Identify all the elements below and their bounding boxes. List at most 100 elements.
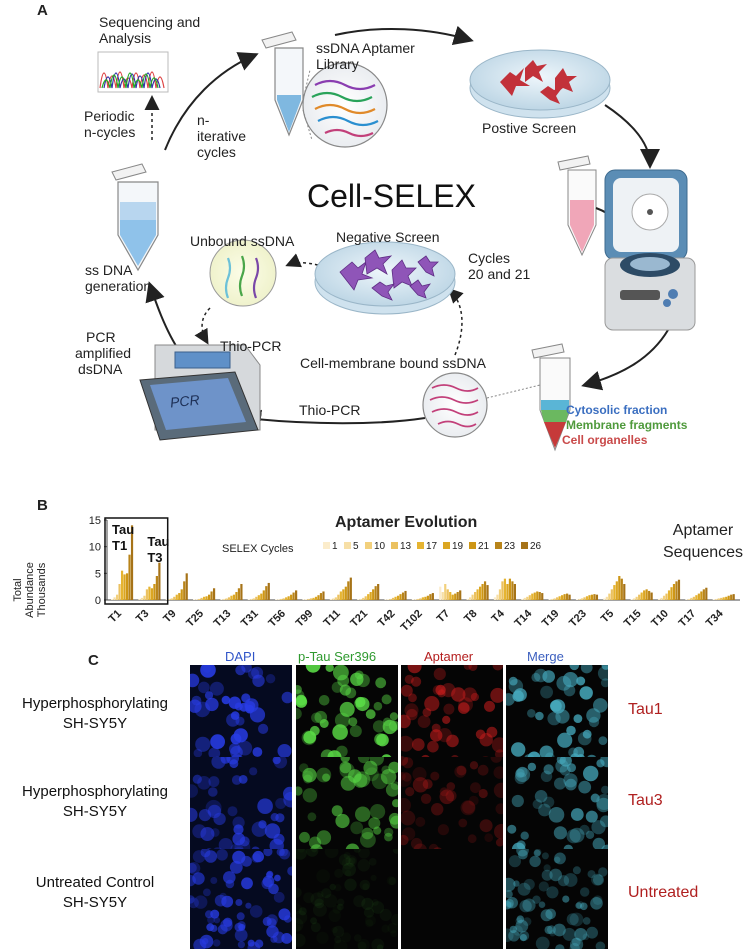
- row-3-tag: Untreated: [628, 884, 698, 902]
- bar-T15-c19: [643, 590, 645, 600]
- bar-T102-c26: [432, 593, 434, 600]
- legend-label-21: 21: [478, 541, 490, 552]
- bar-T15-c23: [648, 591, 650, 600]
- bar-T9-c23: [183, 581, 185, 600]
- y-tick-label-0: 0: [95, 595, 101, 607]
- legend-swatch-1: [323, 542, 330, 549]
- bar-T102-c13: [419, 598, 421, 600]
- x-tick-label-T17: T17: [676, 608, 698, 630]
- label-library-1: ssDNA Aptamer: [316, 40, 415, 57]
- bar-T14-c1: [521, 599, 523, 600]
- bar-T14-c23: [539, 592, 541, 600]
- bar-T13-c26: [240, 584, 242, 600]
- bar-T15-c10: [636, 597, 638, 600]
- label-pcr-3: dsDNA: [78, 361, 122, 378]
- arrow-to-fraction: [585, 330, 668, 385]
- bar-T102-c17: [422, 597, 424, 600]
- micrograph-texture: [296, 849, 398, 949]
- bar-T34-c5: [715, 599, 717, 600]
- bar-T23-c5: [578, 599, 580, 600]
- bar-T13-c5: [223, 599, 225, 600]
- bar-T42-c5: [387, 599, 389, 600]
- row-3-label-line2: SH-SY5Y: [0, 893, 190, 913]
- legend-swatch-10: [365, 542, 372, 549]
- bar-T9-c13: [173, 597, 175, 600]
- legend-swatch-5: [344, 542, 351, 549]
- legend-label-23: 23: [504, 541, 516, 552]
- bar-T10-c21: [673, 584, 675, 600]
- bar-T3-c23: [156, 576, 158, 600]
- bar-T3-c1: [138, 599, 140, 600]
- bound-ssdna-zoom-icon: [423, 373, 487, 437]
- bar-T9-c5: [168, 599, 170, 600]
- highlight-label-1-1: T3: [147, 550, 162, 565]
- bar-T102-c1: [412, 599, 414, 600]
- bar-T25-c10: [198, 599, 200, 600]
- bar-T10-c1: [658, 599, 660, 600]
- bar-T15-c13: [638, 595, 640, 600]
- bar-T25-c17: [203, 597, 205, 600]
- bar-T25-c5: [196, 599, 198, 600]
- panel-a: A Cell-SELEX Sequencing and Analysis ssD…: [0, 0, 745, 490]
- bar-T19-c5: [551, 599, 553, 600]
- micrograph-row2-aptamer: [401, 757, 503, 857]
- bar-T23-c10: [581, 598, 583, 600]
- row-3-label: Untreated Control SH-SY5Y: [0, 873, 190, 913]
- micrograph-texture: [296, 665, 398, 765]
- bar-T3-c13: [146, 589, 148, 600]
- label-ssdna-gen-2: generation: [85, 278, 151, 295]
- bar-T7-c19: [452, 595, 454, 600]
- label-cycles-2: 20 and 21: [468, 266, 530, 283]
- bar-T99-c19: [315, 597, 317, 600]
- label-positive-screen: Postive Screen: [482, 120, 576, 137]
- bar-T8-c13: [474, 592, 476, 600]
- bar-T7-c10: [444, 584, 446, 600]
- x-tick-label-T25: T25: [184, 608, 206, 630]
- bar-T13-c23: [238, 588, 240, 600]
- bar-T31-c10: [253, 598, 255, 600]
- bar-T34-c13: [720, 598, 722, 600]
- bar-T1-c23: [128, 555, 130, 600]
- arrow-pcr-to-ss: [150, 285, 180, 352]
- bar-T56-c26: [295, 590, 297, 600]
- highlight-label-1-0: Tau: [147, 534, 169, 549]
- bar-T15-c21: [646, 589, 648, 600]
- legend-label-17: 17: [426, 541, 438, 552]
- micrograph-row3-aptamer: [401, 849, 503, 949]
- x-tick-label-T8: T8: [462, 608, 480, 626]
- channel-merge-label: Merge: [527, 649, 564, 664]
- micrograph-texture: [296, 757, 398, 857]
- bar-T7-c5: [442, 592, 444, 600]
- bar-T34-c26: [733, 594, 735, 600]
- bar-T17-c23: [703, 589, 705, 600]
- label-pcr-2: amplified: [75, 345, 131, 362]
- bar-T10-c10: [663, 596, 665, 600]
- bar-T25-c19: [206, 596, 208, 600]
- legend-label-10: 10: [374, 541, 386, 552]
- bar-T99-c26: [322, 591, 324, 600]
- bar-T11-c17: [340, 591, 342, 600]
- bar-T19-c10: [554, 598, 556, 600]
- bar-T102-c19: [424, 597, 426, 600]
- bar-T17-c17: [695, 595, 697, 600]
- bar-T7-c26: [459, 590, 461, 600]
- label-ssdna-gen-1: ss DNA: [85, 262, 132, 279]
- x-tick-label-T56: T56: [266, 608, 288, 630]
- bar-T56-c10: [280, 599, 282, 600]
- bar-T10-c5: [660, 598, 662, 600]
- arrow-unbound-to-pcr: [202, 308, 210, 342]
- arrow-cycles: [450, 290, 462, 355]
- label-sequencing: Sequencing and: [99, 14, 200, 31]
- bar-T11-c23: [347, 581, 349, 600]
- row-1-tag: Tau1: [628, 701, 663, 719]
- bar-T10-c26: [678, 580, 680, 600]
- bar-T9-c19: [178, 593, 180, 600]
- bar-T56-c13: [283, 598, 285, 600]
- x-tick-label-T13: T13: [212, 608, 234, 630]
- pcr-machine-label: PCR: [169, 391, 200, 410]
- bar-T42-c21: [399, 594, 401, 600]
- bar-T4-c19: [506, 584, 508, 600]
- bar-T8-c10: [472, 595, 474, 600]
- legend-swatch-17: [417, 542, 424, 549]
- bar-T13-c21: [235, 592, 237, 600]
